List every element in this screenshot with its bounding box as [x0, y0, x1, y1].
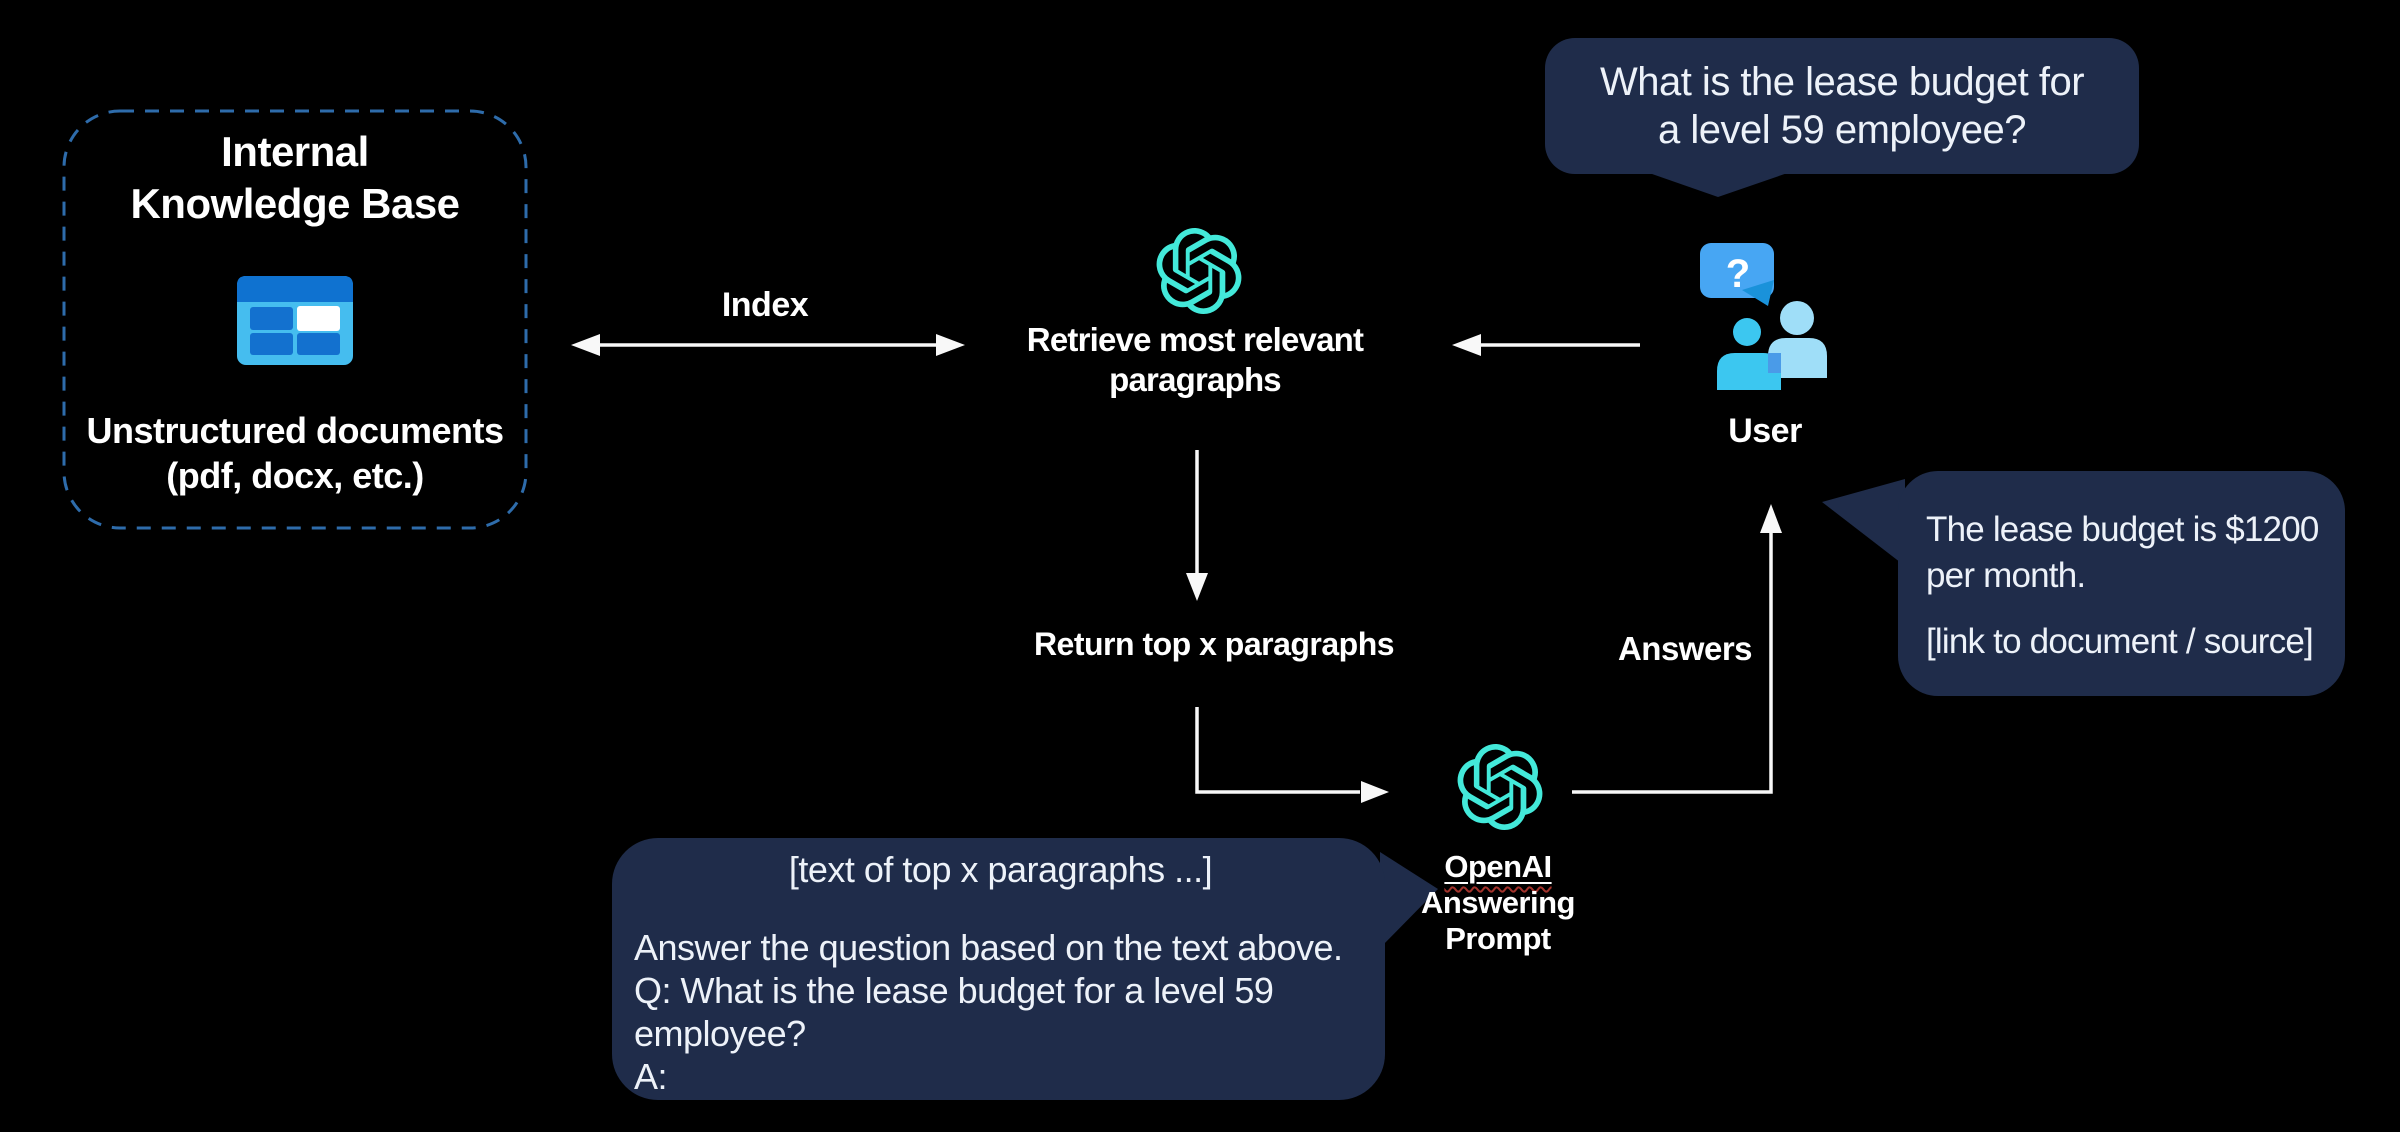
openai-label-line2: Answering	[1421, 885, 1575, 920]
retrieve-node-label: Retrieve most relevant paragraphs	[1026, 321, 1364, 398]
user-to-retrieve-arrowhead	[1452, 334, 1481, 356]
prompt-bubble: [text of top x paragraphs ...] Answer th…	[612, 838, 1385, 1100]
prompt-line3: employee?	[634, 1013, 806, 1054]
question-line1: What is the lease budget for	[1599, 60, 2085, 104]
knowledge-base-caption-line1: Unstructured documents	[86, 410, 504, 451]
knowledge-base-caption-line2: (pdf, docx, etc.)	[166, 455, 424, 496]
index-arrow-label: Index	[721, 286, 809, 324]
answer-bubble-tail	[1822, 479, 1905, 566]
openai-label-line1: OpenAI	[1444, 849, 1552, 884]
knowledge-base-title-line2: Knowledge Base	[130, 180, 460, 227]
paragraphs-to-openai-elbow-line	[1195, 707, 1360, 794]
user-node-label: User	[1728, 412, 1802, 450]
knowledge-base-caption: Unstructured documents (pdf, docx, etc.)	[86, 408, 504, 498]
openai-answering-prompt-label: OpenAI Answering Prompt	[1421, 849, 1575, 957]
answer-line2: per month.	[1926, 556, 2086, 595]
knowledge-base-title-line1: Internal	[221, 128, 369, 175]
return-arrow-label: Return top x paragraphs	[1033, 626, 1395, 662]
user-question-icon: ?	[1700, 243, 1827, 390]
user-question-bubble: What is the lease budget for a level 59 …	[1545, 38, 2139, 174]
knowledge-base-dashed-box	[62, 109, 528, 530]
retrieve-down-arrowhead	[1186, 573, 1208, 601]
table-document-icon	[237, 276, 353, 365]
prompt-line2: Q: What is the lease budget for a level …	[634, 970, 1274, 1011]
question-line2: a level 59 employee?	[1657, 108, 2027, 152]
prompt-header: [text of top x paragraphs ...]	[788, 849, 1213, 890]
prompt-line1: Answer the question based on the text ab…	[634, 927, 1343, 968]
answer-source-link: [link to document / source]	[1926, 622, 2314, 661]
openai-label-line3: Prompt	[1445, 921, 1551, 956]
openai-logo-icon	[1156, 228, 1242, 314]
prompt-line4: A:	[634, 1056, 668, 1097]
prompt-body: Answer the question based on the text ab…	[634, 926, 1367, 1098]
knowledge-base-title: Internal Knowledge Base	[130, 126, 460, 230]
to-openai-arrowhead	[1361, 781, 1389, 803]
answers-arrow-label: Answers	[1617, 630, 1753, 667]
user-icon-question-mark: ?	[1726, 252, 1750, 296]
prompt-bubble-tail	[1380, 852, 1438, 948]
openai-logo-icon	[1457, 744, 1543, 830]
question-bubble-tail	[1635, 168, 1802, 197]
openai-to-user-elbow-line	[1572, 533, 1773, 794]
index-arrowhead-left	[571, 334, 600, 356]
index-arrowhead-right	[936, 334, 965, 356]
answer-line1: The lease budget is $1200	[1926, 510, 2319, 549]
answers-up-arrowhead	[1760, 504, 1782, 533]
answer-bubble: The lease budget is $1200 per month. [li…	[1898, 471, 2345, 696]
